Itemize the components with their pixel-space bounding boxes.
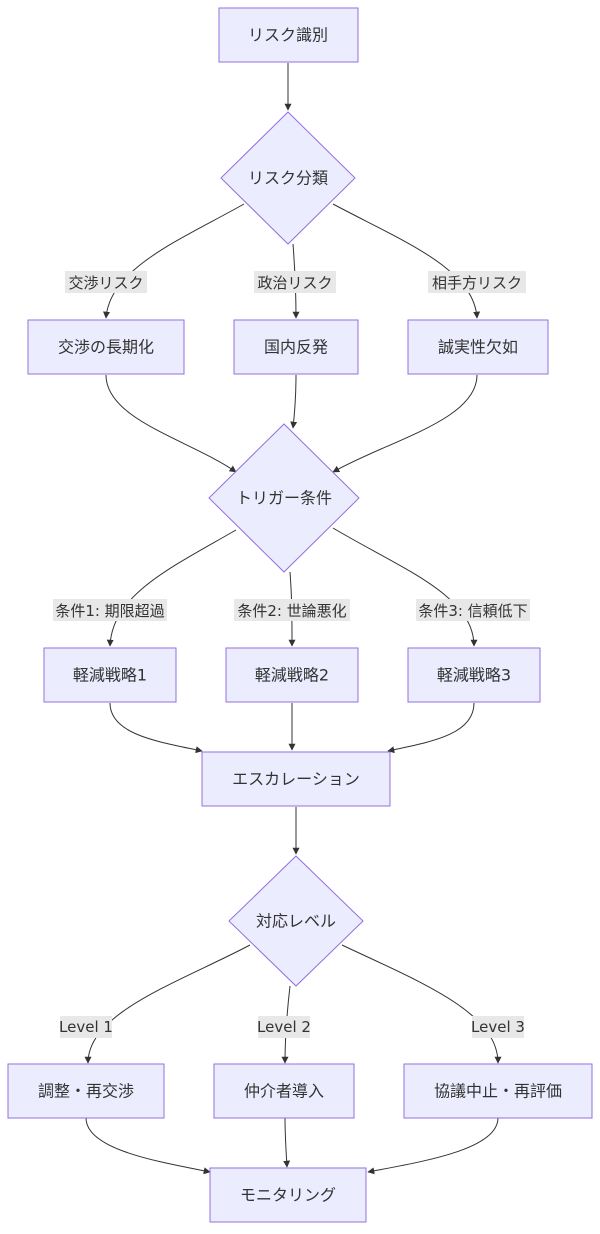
- edge-label-bg-cond2: [234, 599, 350, 621]
- node-label-prolonged: 交渉の長期化: [58, 338, 154, 357]
- edge-label-bg-cond3: [416, 599, 530, 621]
- node-lack-of-sincerity[interactable]: [407, 319, 549, 375]
- node-label-risk-identify: リスク識別: [248, 26, 328, 45]
- edge-label-cond-2: 条件2: 世論悪化: [237, 602, 346, 620]
- node-risk-classify[interactable]: [220, 111, 356, 245]
- node-mitigation-1[interactable]: [43, 647, 177, 703]
- node-mediator[interactable]: [213, 1063, 355, 1119]
- nodes: [7, 7, 593, 1223]
- edge-response-to-level3: [341, 944, 502, 1064]
- edge-classify-to-prolonged: [103, 203, 245, 319]
- edge-level2-to-monitoring: [283, 1117, 291, 1168]
- node-label-mitigation-3: 軽減戦略3: [437, 666, 511, 685]
- node-mitigation-2[interactable]: [225, 647, 359, 703]
- node-label-mediator: 仲介者導入: [244, 1082, 324, 1101]
- node-monitoring[interactable]: [209, 1167, 367, 1223]
- edge-label-level-1: Level 1: [59, 1018, 113, 1036]
- edges: [84, 63, 502, 1175]
- node-label-lack-of-sincerity: 誠実性欠如: [438, 338, 518, 357]
- node-labels: リスク識別 リスク分類 交渉の長期化 国内反発 誠実性欠如 トリガー条件 軽減戦…: [38, 26, 562, 1205]
- edge-mitigation1-to-escalation: [109, 702, 203, 754]
- edge-label-bg-level1: [60, 1016, 112, 1038]
- node-label-escalation: エスカレーション: [232, 770, 360, 789]
- edge-response-to-level1: [84, 944, 251, 1064]
- edge-sincerity-to-trigger: [332, 374, 478, 473]
- node-escalation[interactable]: [201, 751, 391, 807]
- edge-prolonged-to-trigger: [105, 374, 237, 473]
- node-prolonged[interactable]: [27, 319, 185, 375]
- edge-label-bg-level2: [258, 1016, 310, 1038]
- edge-level3-to-monitoring: [367, 1117, 499, 1175]
- edge-classify-to-sincerity: [332, 203, 481, 319]
- node-domestic-backlash[interactable]: [233, 319, 359, 375]
- node-suspend-reassess[interactable]: [403, 1063, 593, 1119]
- edge-label-counterparty-risk: 相手方リスク: [432, 274, 522, 292]
- edge-domestic-to-trigger: [290, 374, 298, 429]
- node-label-mitigation-2: 軽減戦略2: [255, 666, 329, 685]
- edge-label-bg-level3: [472, 1016, 524, 1038]
- node-label-response-level: 対応レベル: [256, 912, 336, 931]
- node-label-risk-classify: リスク分類: [248, 169, 328, 188]
- node-label-monitoring: モニタリング: [240, 1186, 336, 1205]
- node-risk-identify[interactable]: [218, 7, 359, 63]
- edge-label-level-2: Level 2: [257, 1018, 311, 1036]
- node-response-level[interactable]: [228, 855, 364, 987]
- edge-label-level-3: Level 3: [471, 1018, 525, 1036]
- edge-mitigation3-to-escalation: [387, 702, 475, 754]
- edge-label-bg-cond1: [53, 599, 167, 621]
- node-label-adjust-renegotiate: 調整・再交渉: [38, 1082, 134, 1101]
- edge-labels: 交渉リスク 政治リスク 相手方リスク 条件1: 期限超過 条件2: 世論悪化 条…: [53, 271, 530, 1038]
- edge-label-bg-counterparty: [428, 271, 526, 293]
- edge-level1-to-monitoring: [85, 1117, 211, 1175]
- node-label-trigger: トリガー条件: [236, 489, 332, 508]
- edge-label-cond-1: 条件1: 期限超過: [55, 602, 164, 620]
- node-mitigation-3[interactable]: [407, 647, 541, 703]
- edge-trigger-to-mitigation1: [106, 529, 237, 647]
- edge-label-bg-negotiation: [65, 271, 147, 293]
- edge-trigger-to-mitigation3: [332, 527, 478, 647]
- edge-label-bg-political: [254, 271, 336, 293]
- node-adjust-renegotiate[interactable]: [7, 1063, 165, 1119]
- node-label-domestic-backlash: 国内反発: [264, 338, 328, 357]
- edge-label-cond-3: 条件3: 信頼低下: [418, 602, 527, 620]
- node-label-suspend-reassess: 協議中止・再評価: [434, 1082, 562, 1101]
- edge-label-negotiation-risk: 交渉リスク: [68, 274, 143, 292]
- node-label-mitigation-1: 軽減戦略1: [73, 666, 147, 685]
- node-trigger[interactable]: [208, 423, 360, 573]
- edge-label-political-risk: 政治リスク: [257, 274, 332, 292]
